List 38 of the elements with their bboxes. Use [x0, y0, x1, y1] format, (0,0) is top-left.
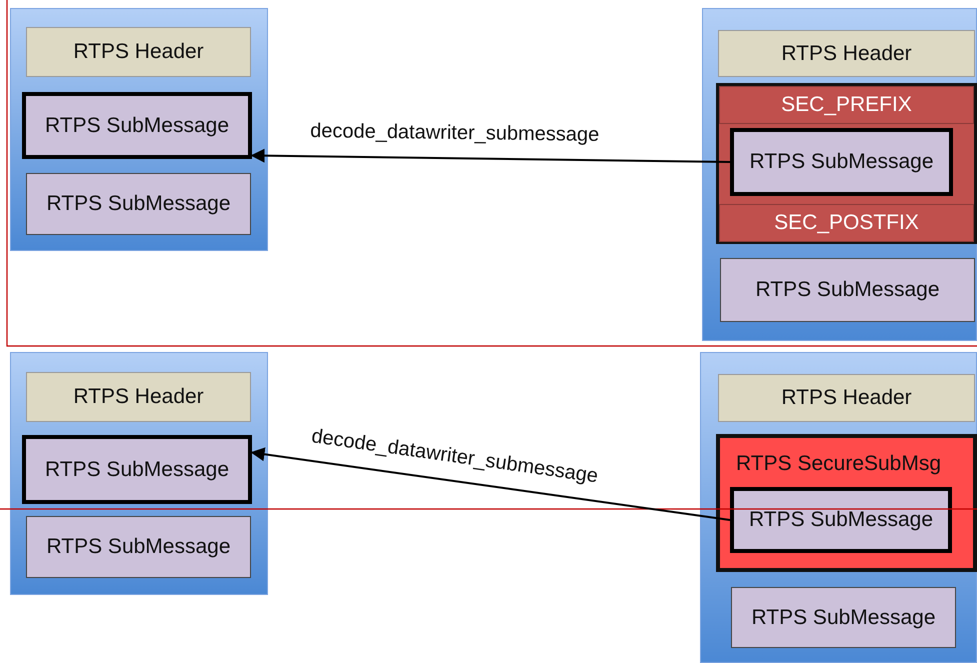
- edge-label: decode_datawriter_submessage: [310, 120, 600, 148]
- box-label: RTPS Header: [73, 385, 204, 409]
- secure-block: [10, 8, 268, 251]
- box-label: RTPS SubMessage: [46, 192, 231, 216]
- secure-block: [702, 8, 977, 341]
- box-label: RTPS SubMessage: [46, 535, 231, 559]
- header-box: [26, 372, 251, 422]
- box-label: RTPS SubMessage: [751, 606, 936, 630]
- arrow: [250, 447, 730, 521]
- box-label: RTPS SubMessage: [44, 114, 230, 138]
- submessage-box: [731, 587, 956, 648]
- submessage-box: [22, 92, 252, 159]
- submessage-box: [730, 128, 953, 196]
- security-band: [719, 204, 974, 242]
- submessage-box: [26, 516, 251, 578]
- box-label: RTPS Header: [73, 40, 204, 64]
- box-label: SEC_PREFIX: [781, 93, 912, 117]
- secure-block: [716, 83, 977, 244]
- submessage-box: [26, 173, 251, 235]
- box-label: SEC_POSTFIX: [774, 211, 919, 235]
- box-label: RTPS SubMessage: [748, 508, 934, 532]
- secure-block: [700, 352, 977, 663]
- submessage-box: [730, 487, 952, 553]
- submessage-box: [720, 258, 975, 322]
- submessage-box: [22, 435, 252, 504]
- box-label: RTPS Header: [781, 386, 912, 410]
- security-band: [719, 86, 974, 124]
- box-label: RTPS SubMessage: [755, 278, 940, 302]
- header-box: [718, 30, 975, 77]
- secure-block: [10, 352, 268, 595]
- box-label: RTPS SecureSubMsg: [736, 452, 942, 476]
- box-label: RTPS SubMessage: [749, 150, 934, 174]
- box-label: RTPS SubMessage: [44, 458, 230, 482]
- secure-submessage-box: [716, 434, 977, 572]
- header-box: [26, 27, 251, 77]
- header-box: [718, 374, 975, 422]
- box-label: RTPS Header: [781, 42, 912, 66]
- arrow: [250, 148, 730, 163]
